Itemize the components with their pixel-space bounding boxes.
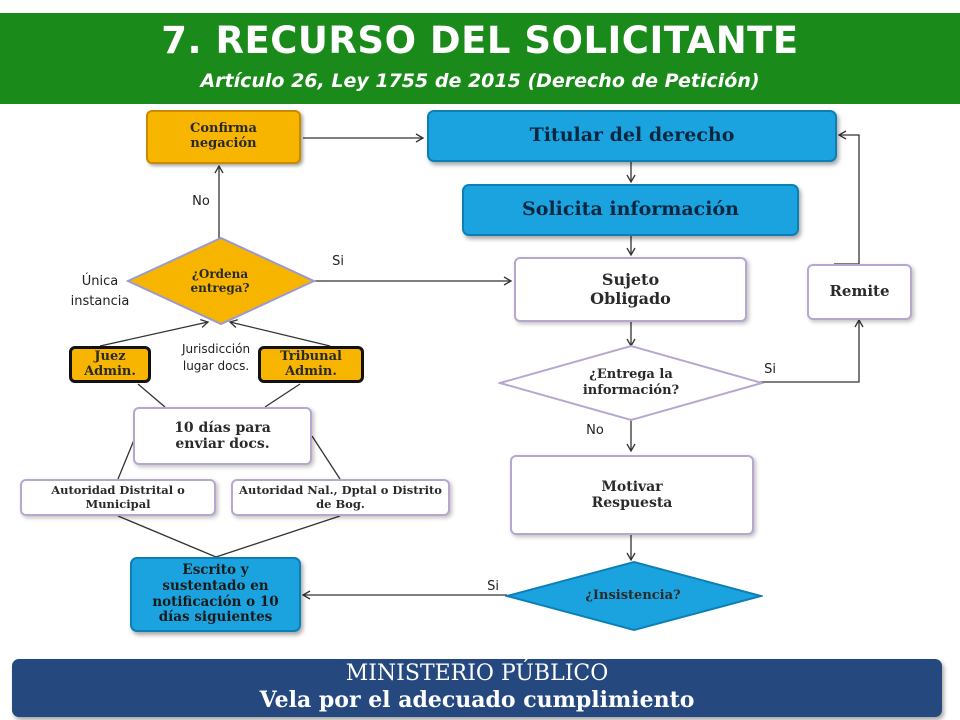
juez-box: Juez Admin. bbox=[69, 346, 151, 383]
ordena-diamond bbox=[126, 236, 316, 326]
juez-text: Juez Admin. bbox=[84, 348, 136, 379]
label-no-entrega: No bbox=[586, 423, 604, 438]
label-no-ordena: No bbox=[192, 194, 210, 209]
autoridad-nal-box: Autoridad Nal., Dptal o Distrito de Bog. bbox=[231, 479, 450, 516]
entrega-diamond bbox=[498, 344, 764, 422]
tribunal-box: Tribunal Admin. bbox=[258, 346, 364, 383]
line-escrito-distrital bbox=[117, 515, 217, 558]
label-si-ordena: Si bbox=[332, 254, 344, 269]
page-subtitle: Artículo 26, Ley 1755 de 2015 (Derecho d… bbox=[200, 70, 760, 92]
autoridad-distrital-text: Autoridad Distrital o Municipal bbox=[51, 483, 185, 511]
entrega-text: ¿Entrega la información? bbox=[582, 367, 680, 398]
line-nal-diez bbox=[311, 435, 341, 480]
line-diez-juez bbox=[137, 383, 166, 408]
arrow-juez-ordena bbox=[99, 318, 210, 347]
escrito-text: Escrito y sustentado en notificación o 1… bbox=[152, 562, 279, 626]
page-title: 7. RECURSO DEL SOLICITANTE bbox=[161, 19, 799, 62]
motivar-text: Motivar Respuesta bbox=[591, 478, 673, 511]
tribunal-text: Tribunal Admin. bbox=[280, 348, 342, 379]
footer-banner: MINISTERIO PÚBLICO Vela por el adecuado … bbox=[12, 659, 942, 717]
confirma-negacion-text: Confirma negación bbox=[190, 121, 257, 151]
sujeto-box: Sujeto Obligado bbox=[514, 257, 747, 322]
insistencia-text: ¿Insistencia? bbox=[585, 588, 681, 604]
label-jurisdiccion: Jurisdicción lugar docs. bbox=[181, 342, 251, 373]
motivar-box: Motivar Respuesta bbox=[510, 455, 754, 535]
solicita-text: Solicita información bbox=[522, 198, 739, 221]
diez-dias-text: 10 días para enviar docs. bbox=[174, 419, 271, 452]
label-si-insistencia: Si bbox=[487, 579, 499, 594]
footer-line2: Vela por el adecuado cumplimiento bbox=[259, 687, 695, 713]
confirma-negacion-box: Confirma negación bbox=[146, 110, 301, 164]
sujeto-text: Sujeto Obligado bbox=[590, 270, 671, 308]
arrow-tribunal-ordena bbox=[228, 319, 331, 347]
titular-box: Titular del derecho bbox=[427, 110, 837, 162]
line-diez-tribunal bbox=[264, 383, 301, 408]
header-banner: 7. RECURSO DEL SOLICITANTE Artículo 26, … bbox=[0, 13, 960, 104]
arrow-remite-titular bbox=[834, 130, 860, 265]
label-si-entrega: Si bbox=[764, 362, 776, 377]
autoridad-distrital-box: Autoridad Distrital o Municipal bbox=[20, 479, 216, 516]
footer-line1: MINISTERIO PÚBLICO bbox=[345, 661, 609, 686]
titular-text: Titular del derecho bbox=[529, 124, 735, 147]
escrito-box: Escrito y sustentado en notificación o 1… bbox=[130, 557, 301, 632]
line-distrital-diez bbox=[117, 439, 135, 480]
remite-box: Remite bbox=[807, 264, 912, 320]
arrow-entrega-remite bbox=[760, 318, 864, 383]
remite-text: Remite bbox=[829, 282, 890, 301]
solicita-box: Solicita información bbox=[462, 184, 799, 236]
ordena-text: ¿Ordena entrega? bbox=[190, 266, 250, 295]
line-escrito-nal bbox=[215, 515, 341, 558]
label-unica-instancia: Única instancia bbox=[70, 274, 130, 309]
autoridad-nal-text: Autoridad Nal., Dptal o Distrito de Bog. bbox=[239, 483, 442, 511]
insistencia-diamond bbox=[505, 560, 763, 632]
diez-dias-box: 10 días para enviar docs. bbox=[133, 407, 312, 465]
